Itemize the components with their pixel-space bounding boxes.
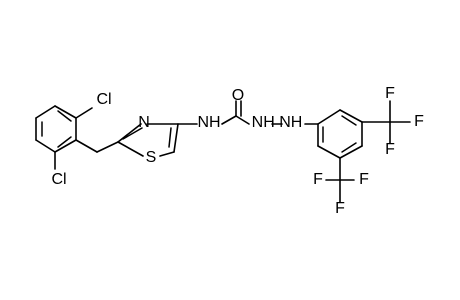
fluorine-bottom-bottom: F <box>335 200 345 217</box>
trifluoromethylphenyl-ring <box>317 109 363 159</box>
hydrazine-nitrogens: NH NH <box>252 114 303 131</box>
carbonyl-oxygen: O <box>232 87 244 104</box>
ch2-link <box>75 139 119 153</box>
thiazole-ring <box>117 123 179 157</box>
trifluoromethyl-groups <box>325 100 411 203</box>
dichlorophenyl-ring <box>35 105 77 153</box>
thiazole-sulfur: S <box>146 149 157 166</box>
urea-hydrazine-chain <box>177 100 319 125</box>
fluorine-right-top: F <box>385 85 395 102</box>
chlorine-atom-top: Cl <box>96 91 111 108</box>
thiazole-nitrogen: N <box>138 114 150 131</box>
amide-nitrogen: NH <box>197 114 220 131</box>
fluorine-bottom-right: F <box>359 171 369 188</box>
chlorine-substituents <box>54 107 93 170</box>
fluorine-right-middle: F <box>414 113 424 130</box>
chlorine-atom-bottom: Cl <box>51 171 66 188</box>
fluorine-bottom-left: F <box>313 171 323 188</box>
fluorine-right-bottom: F <box>385 141 395 158</box>
